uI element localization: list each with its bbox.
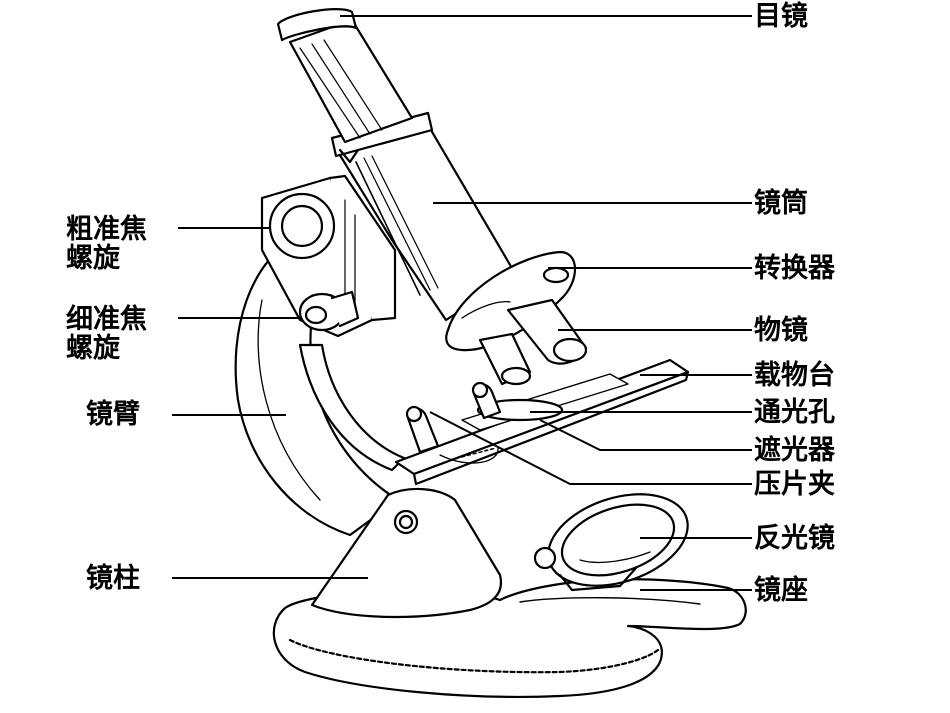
pillar-shape <box>310 487 503 619</box>
label-fine-line1: 细准焦 <box>66 304 147 335</box>
label-coarse-line2: 螺旋 <box>66 243 120 274</box>
label-fine-line2: 螺旋 <box>66 333 120 364</box>
label-nosepiece: 转换器 <box>754 253 835 284</box>
label-pillar: 镜柱 <box>86 563 140 594</box>
label-mirror: 反光镜 <box>754 523 835 554</box>
label-coarse-adjustment: 粗准焦 螺旋 <box>66 215 147 273</box>
leader-clip <box>429 411 752 485</box>
label-fine-adjustment: 细准焦 螺旋 <box>66 305 147 363</box>
label-aperture: 通光孔 <box>754 397 835 428</box>
label-diaphragm: 遮光器 <box>754 435 835 466</box>
arm-shape <box>234 233 400 537</box>
label-arm: 镜臂 <box>86 399 140 430</box>
label-clip: 压片夹 <box>754 469 835 500</box>
nosepiece-shape <box>445 250 576 352</box>
label-objective: 物镜 <box>754 315 808 346</box>
leader-diaphragm <box>539 419 752 451</box>
label-tube: 镜筒 <box>754 188 808 219</box>
label-eyepiece: 目镜 <box>754 1 808 32</box>
label-stage: 载物台 <box>754 360 835 391</box>
label-base: 镜座 <box>754 575 808 606</box>
label-coarse-line1: 粗准焦 <box>66 214 147 245</box>
